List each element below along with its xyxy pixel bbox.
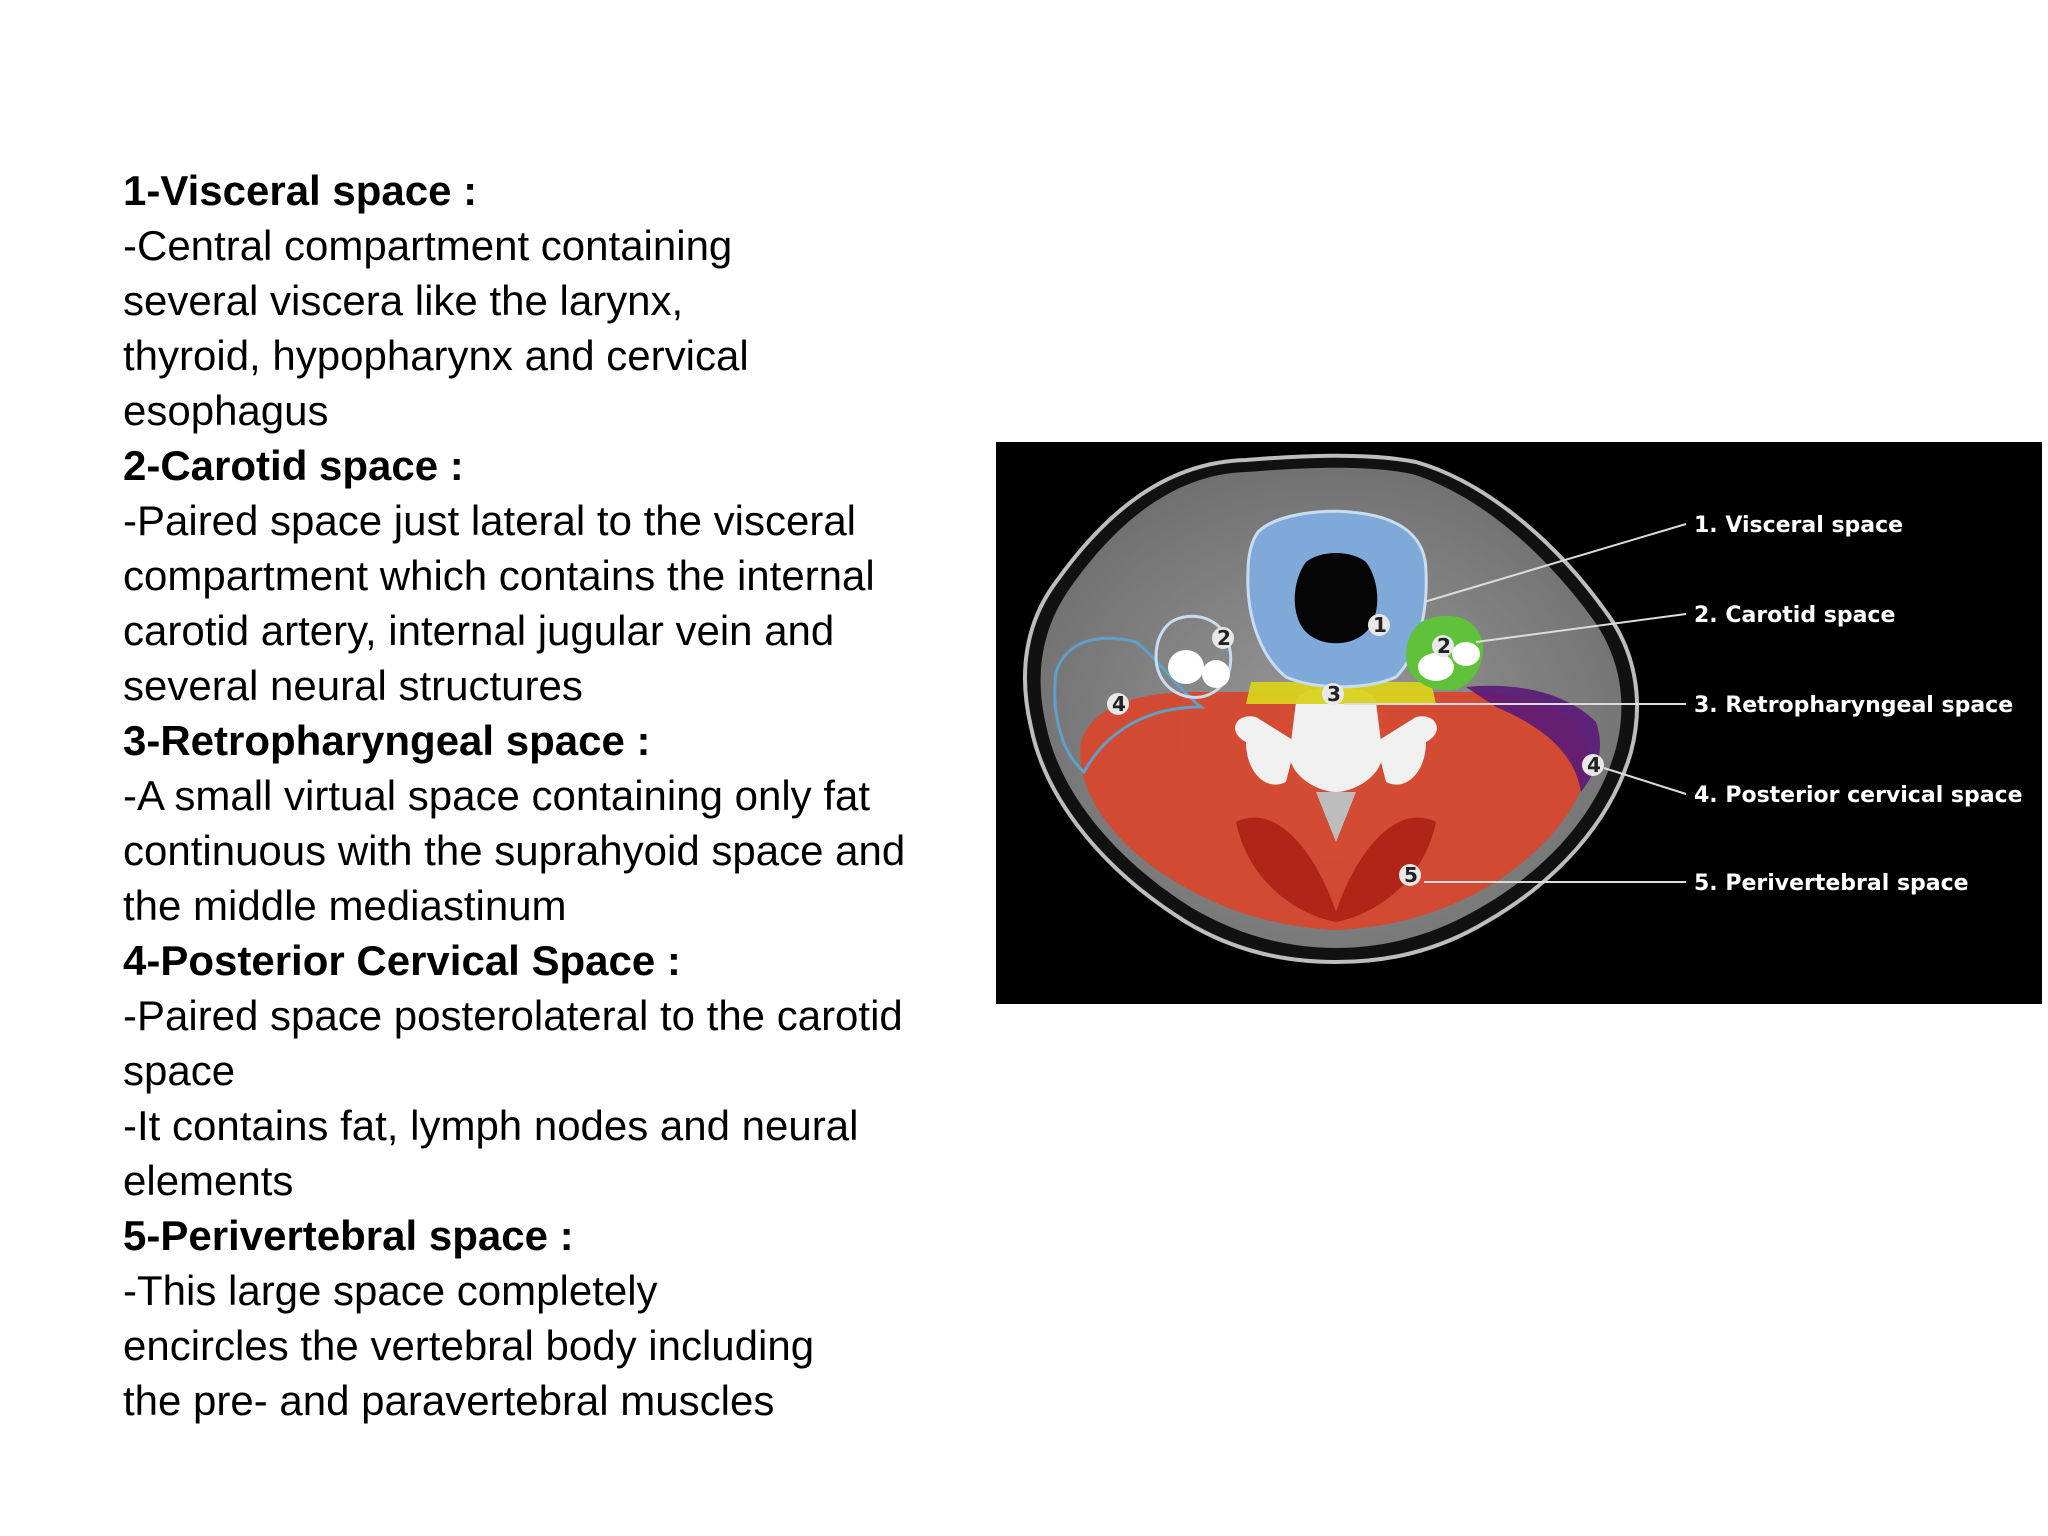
section-line: several neural structures <box>123 662 583 709</box>
vertebral-arch <box>1235 716 1437 785</box>
section-heading-carotid: 2-Carotid space : <box>123 442 464 489</box>
section-line: continuous with the suprahyoid space and <box>123 827 906 874</box>
section-line: -Paired space just lateral to the viscer… <box>123 497 857 544</box>
section-line: -Central compartment containing <box>123 222 733 269</box>
section-line: the middle mediastinum <box>123 882 567 929</box>
marker-carotid-left: 2 <box>1217 626 1231 650</box>
section-line: compartment which contains the internal <box>123 552 875 599</box>
ct-neck-illustration: 1 2 2 3 4 4 5 1. Visceral space 2. Carot… <box>1022 453 2023 965</box>
marker-posterior-left-bg <box>1107 693 1129 715</box>
marker-perivertebral: 5 <box>1404 863 1418 887</box>
leader-line-carotid <box>1475 613 1687 643</box>
section-heading-retropharyngeal: 3-Retropharyngeal space : <box>123 717 651 764</box>
section-line: thyroid, hypopharynx and cervical <box>123 332 749 379</box>
section-heading-perivertebral: 5-Perivertebral space : <box>123 1212 574 1259</box>
carotid-vessel-left <box>1168 650 1204 684</box>
section-line: the pre- and paravertebral muscles <box>123 1377 775 1424</box>
section-line: space <box>123 1047 236 1094</box>
section-line: -A small virtual space containing only f… <box>123 772 871 819</box>
marker-carotid-left-bg <box>1212 627 1234 649</box>
jugular-vessel-right <box>1452 642 1480 666</box>
carotid-vessel-right <box>1418 653 1454 681</box>
section-heading-posterior-cervical: 4-Posterior Cervical Space : <box>123 937 681 984</box>
marker-carotid-right: 2 <box>1437 634 1451 658</box>
leader-line-posterior-cervical <box>1603 767 1687 795</box>
spinous-process <box>1316 792 1356 842</box>
section-line: -This large space completely <box>123 1267 658 1314</box>
posterior-cervical-region-left <box>1053 636 1206 775</box>
ct-figure: 1 2 2 3 4 4 5 1. Visceral space 2. Carot… <box>996 442 2042 1004</box>
section-line: several viscera like the larynx, <box>123 277 684 324</box>
leader-line-visceral <box>1423 523 1687 603</box>
marker-posterior-right: 4 <box>1587 753 1601 777</box>
marker-posterior-right-bg <box>1582 754 1604 776</box>
section-line: carotid artery, internal jugular vein an… <box>123 607 835 654</box>
section-line: -Paired space posterolateral to the caro… <box>123 992 903 1039</box>
jugular-vessel-left <box>1202 660 1230 688</box>
section-heading-visceral: 1-Visceral space : <box>123 167 478 214</box>
section-line: -It contains fat, lymph nodes and neural <box>123 1102 859 1149</box>
text-column: 1-Visceral space : -Central compartment … <box>123 163 1003 1428</box>
perivertebral-inner-muscle <box>1236 817 1436 922</box>
airway-lumen <box>1294 553 1378 644</box>
marker-retropharyngeal-bg <box>1322 683 1344 705</box>
marker-visceral-bg <box>1368 614 1390 636</box>
section-line: encircles the vertebral body including <box>123 1322 815 1369</box>
legend-perivertebral: 5. Perivertebral space <box>1694 871 1969 896</box>
legend-carotid: 2. Carotid space <box>1694 603 1895 628</box>
section-line: elements <box>123 1157 294 1204</box>
marker-retropharyngeal: 3 <box>1327 682 1341 706</box>
posterior-cervical-region-right <box>1466 685 1601 792</box>
marker-carotid-right-bg <box>1432 635 1454 657</box>
marker-visceral: 1 <box>1373 613 1387 637</box>
section-line: esophagus <box>123 387 329 434</box>
legend-posterior-cervical: 4. Posterior cervical space <box>1694 783 2023 808</box>
marker-posterior-left: 4 <box>1112 692 1126 716</box>
carotid-region-left <box>1154 614 1233 699</box>
marker-perivertebral-bg <box>1399 864 1421 886</box>
legend-retropharyngeal: 3. Retropharyngeal space <box>1694 693 2013 718</box>
legend-visceral: 1. Visceral space <box>1694 513 1903 538</box>
vertebral-body <box>1289 687 1383 792</box>
